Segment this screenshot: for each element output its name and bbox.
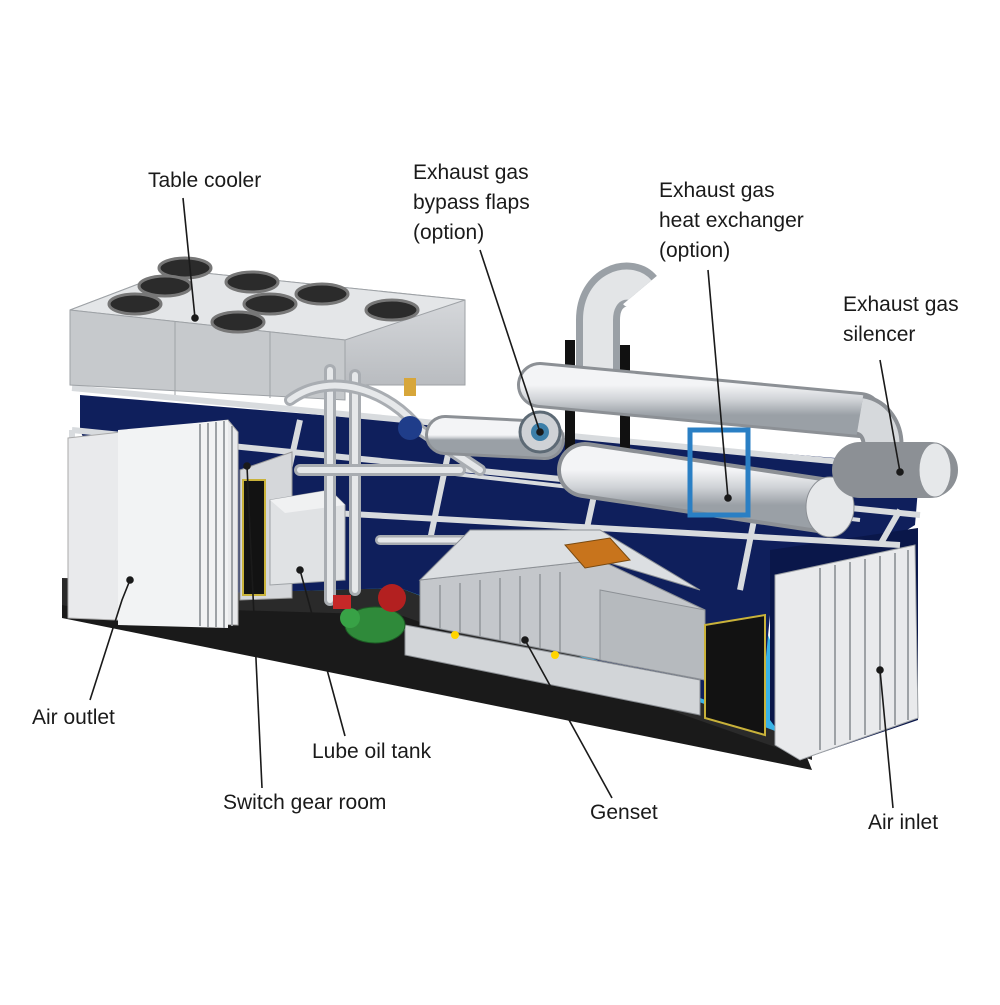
leader-air-outlet [89, 579, 131, 701]
leader-switch-gear [246, 465, 263, 789]
leader-heat-exchanger [707, 269, 729, 499]
label-air-inlet: Air inlet [868, 811, 939, 834]
leader-silencer [879, 359, 901, 473]
air-outlet-louvres [67, 419, 239, 628]
leader-table-cooler [182, 197, 196, 319]
leader-lube-oil-tank [299, 569, 346, 737]
pumps-and-valves [333, 378, 422, 644]
leader-bypass-flaps [479, 249, 541, 433]
label-air-outlet: Air outlet [32, 706, 115, 729]
leader-genset [524, 639, 613, 799]
label-bypass-flaps: Exhaust gas bypass flaps (option) [413, 161, 530, 244]
exhaust-silencer [832, 442, 958, 498]
genset [404, 529, 706, 716]
exhaust-heat-exchanger [557, 427, 855, 538]
label-heat-exchanger: Exhaust gas heat exchanger (option) [659, 179, 804, 262]
label-lube-oil-tank: Lube oil tank [312, 740, 432, 763]
cooler-fan [107, 256, 420, 334]
leader-lines [89, 197, 904, 809]
genset-room-door [704, 613, 766, 737]
label-switch-gear-room: Switch gear room [223, 791, 387, 814]
air-inlet-louvres [774, 544, 919, 761]
leader-air-inlet [879, 669, 894, 809]
label-table-cooler: Table cooler [148, 169, 262, 192]
label-genset: Genset [590, 801, 658, 824]
label-silencer: Exhaust gas silencer [843, 293, 959, 346]
valve-red [378, 584, 406, 612]
table-cooler [69, 256, 466, 401]
